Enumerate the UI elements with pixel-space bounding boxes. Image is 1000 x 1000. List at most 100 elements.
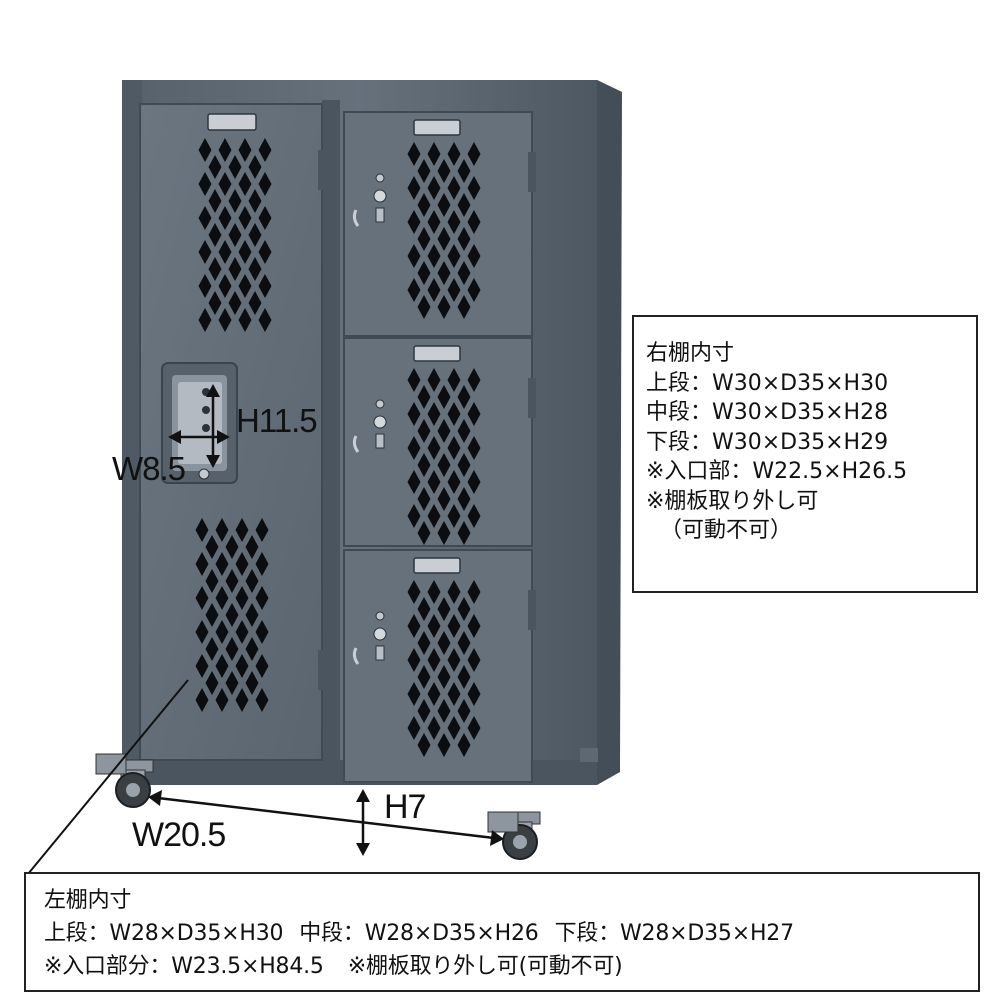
vent-hole <box>447 682 461 706</box>
vent-hole <box>437 665 451 689</box>
vent-hole <box>467 436 481 460</box>
vent-hole <box>467 244 481 268</box>
vent-hole <box>208 189 222 213</box>
left-box-title: 左棚内寸 <box>44 888 132 913</box>
vent-hole <box>228 189 242 213</box>
vent-hole <box>447 614 461 638</box>
vent-hole <box>437 597 451 621</box>
name-plate-icon <box>413 557 461 574</box>
vent-hole <box>235 620 249 644</box>
vent-hole <box>208 223 222 247</box>
vent-hole <box>407 436 421 460</box>
vent-hole <box>437 733 451 757</box>
right-interior-dimensions-box: 右棚内寸 上段：W30×D35×H30 中段：W30×D35×H28 下段：W3… <box>632 315 978 593</box>
vent-hole <box>427 278 441 302</box>
vent-hole <box>457 699 471 723</box>
vent-hole <box>437 487 451 511</box>
vent-hole <box>457 665 471 689</box>
right-shelf-note: ※棚板取り外し可 <box>646 488 819 514</box>
vent-hole <box>447 580 461 604</box>
vent-hole <box>417 733 431 757</box>
base-height-label: H7 <box>384 788 426 826</box>
vent-hole <box>195 654 209 678</box>
vent-hole <box>255 620 269 644</box>
vent-hole <box>457 227 471 251</box>
vent-hole <box>407 614 421 638</box>
vent-hole <box>437 227 451 251</box>
vent-hole <box>258 274 272 298</box>
vent-hole <box>467 176 481 200</box>
vent-hole <box>407 176 421 200</box>
vent-hole <box>235 518 249 542</box>
vent-hole <box>198 274 212 298</box>
left-door <box>139 103 326 761</box>
vent-hole <box>248 189 262 213</box>
vent-hole <box>457 193 471 217</box>
vent-hole <box>427 470 441 494</box>
small-locker-door <box>343 549 533 783</box>
vent-hole <box>467 716 481 740</box>
left-note-row: ※入口部分：W23.5×H84.5 ※棚板取り外し可(可動不可) <box>44 950 978 983</box>
vent-hole <box>255 688 269 712</box>
vent-hole <box>427 504 441 528</box>
vent-hole <box>218 138 232 162</box>
vent-hole <box>417 261 431 285</box>
vent-hole <box>437 631 451 655</box>
vent-hole <box>447 368 461 392</box>
vent-hole <box>427 682 441 706</box>
vent-hole <box>238 240 252 264</box>
vent-hole <box>215 654 229 678</box>
vent-hole <box>205 603 219 627</box>
vent-hole <box>218 206 232 230</box>
lock-icon <box>352 399 387 453</box>
handle-height-label: H11.5 <box>236 402 318 439</box>
vent-hole <box>467 682 481 706</box>
vent-hole <box>248 223 262 247</box>
vent-hole <box>427 142 441 166</box>
vent-hole <box>417 295 431 319</box>
vent-hole <box>447 436 461 460</box>
vent-hole <box>457 261 471 285</box>
vent-hole <box>437 453 451 477</box>
vent-hole <box>417 227 431 251</box>
vent-hole <box>215 586 229 610</box>
vent-hole <box>208 155 222 179</box>
vent-hole <box>238 206 252 230</box>
vent-hole <box>447 648 461 672</box>
rear-caster <box>580 748 598 762</box>
vent-hole <box>427 436 441 460</box>
vent-hole <box>457 733 471 757</box>
vent-hole <box>447 142 461 166</box>
vent-hole <box>245 603 259 627</box>
left-entrance-size: ※入口部分：W23.5×H84.5 <box>44 954 324 979</box>
vent-hole <box>208 257 222 281</box>
vent-hole <box>417 159 431 183</box>
vent-hole <box>235 586 249 610</box>
vent-hole <box>205 569 219 593</box>
vent-hole <box>245 535 259 559</box>
right-upper-shelf: 上段：W30×D35×H30 <box>646 370 889 396</box>
vent-hole <box>457 453 471 477</box>
vent-hole <box>407 278 421 302</box>
small-locker-door <box>343 337 533 547</box>
vent-hole <box>248 155 262 179</box>
vent-hole <box>447 716 461 740</box>
vent-hole <box>218 240 232 264</box>
vent-hole <box>417 521 431 545</box>
vent-hole <box>437 193 451 217</box>
vent-hole <box>205 671 219 695</box>
vent-hole <box>225 603 239 627</box>
vent-hole <box>457 295 471 319</box>
vent-hole <box>255 654 269 678</box>
vent-hole <box>437 419 451 443</box>
vent-perforations <box>407 580 481 757</box>
vent-hole <box>407 716 421 740</box>
right-middle-shelf: 中段：W30×D35×H28 <box>646 400 889 425</box>
vent-hole <box>195 518 209 542</box>
vent-hole <box>417 385 431 409</box>
vent-hole <box>205 535 219 559</box>
vent-hole <box>467 614 481 638</box>
vent-hole <box>238 274 252 298</box>
left-shelf-note: ※棚板取り外し可(可動不可) <box>347 954 623 979</box>
